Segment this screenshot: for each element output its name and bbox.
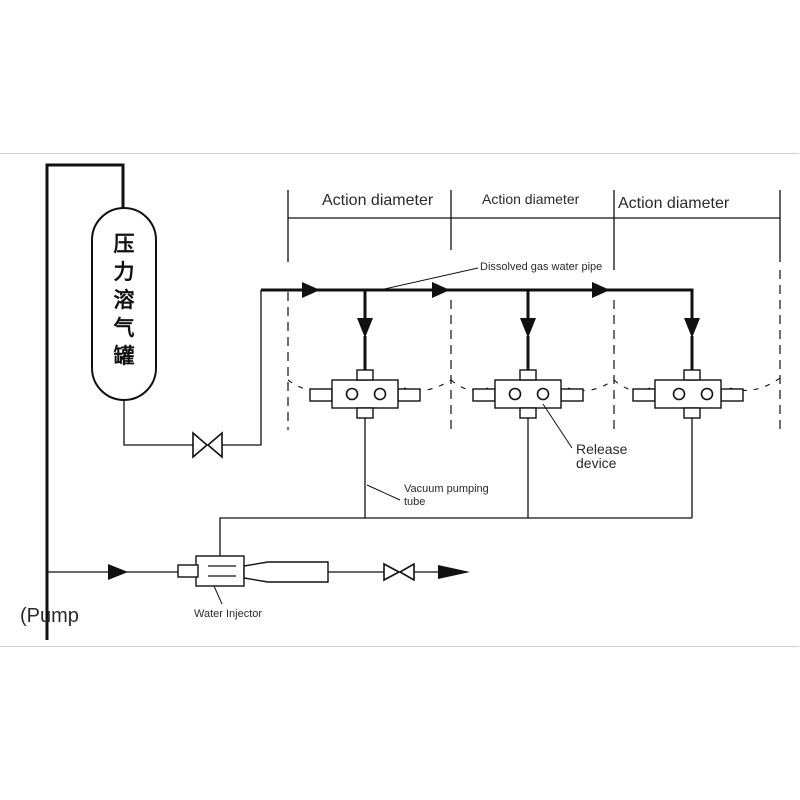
release-device-label-line1: Release bbox=[576, 441, 628, 457]
action-diameter-label-3: Action diameter bbox=[618, 195, 730, 212]
outlet-valve-2-icon bbox=[383, 562, 415, 582]
flow-arrow-icon bbox=[108, 564, 128, 580]
dissolved-gas-water-pipe bbox=[261, 288, 694, 320]
action-diameter-label-2: Action diameter bbox=[482, 191, 580, 207]
vacuum-pumping-tube bbox=[219, 418, 693, 556]
pump-label: (Pump bbox=[20, 605, 79, 627]
release-device-leader bbox=[542, 403, 573, 449]
diagram-frame bbox=[0, 153, 799, 647]
flow-arrow-icon bbox=[432, 282, 450, 298]
down-arrow-icon bbox=[357, 318, 373, 338]
release-device-3 bbox=[632, 369, 744, 419]
outlet-valve-icon bbox=[192, 431, 223, 459]
flow-arrow-icon bbox=[592, 282, 610, 298]
tank-label-char: 溶 bbox=[114, 288, 135, 312]
pump-riser-pipe bbox=[45, 163, 125, 600]
tank-outlet-pipe bbox=[123, 400, 193, 446]
water-injector-label: Water Injector bbox=[194, 608, 262, 620]
flow-arrow-icon bbox=[302, 282, 320, 298]
tank-label-char: 压 bbox=[114, 232, 135, 256]
vacuum-tube-label-line1: Vacuum pumping bbox=[404, 483, 489, 495]
down-arrow-icon bbox=[684, 318, 700, 338]
tank-label-char: 气 bbox=[113, 316, 135, 340]
vacuum-tube-label-line2: tube bbox=[404, 496, 425, 508]
tank-label-char: 罐 bbox=[113, 344, 135, 368]
tank-label-char: 力 bbox=[114, 260, 135, 284]
injector-leader bbox=[213, 585, 223, 605]
outlet-arrow-icon bbox=[438, 565, 470, 579]
down-arrow-icon bbox=[520, 318, 536, 338]
dissolved-gas-water-pipe-label: Dissolved gas water pipe bbox=[480, 261, 602, 273]
vacuum-tube-leader bbox=[366, 484, 401, 501]
release-device-1 bbox=[309, 369, 421, 419]
release-device-label-line2: device bbox=[576, 455, 617, 471]
tank-outlet-pipe-2 bbox=[222, 290, 262, 446]
dissolved-gas-leader bbox=[379, 267, 479, 291]
action-diameter-bracket bbox=[287, 190, 781, 430]
tank-label: 压 力 溶 气 罐 bbox=[113, 232, 135, 368]
water-injector bbox=[177, 555, 329, 587]
release-device-2 bbox=[472, 369, 584, 419]
action-diameter-label-1: Action diameter bbox=[322, 192, 434, 209]
